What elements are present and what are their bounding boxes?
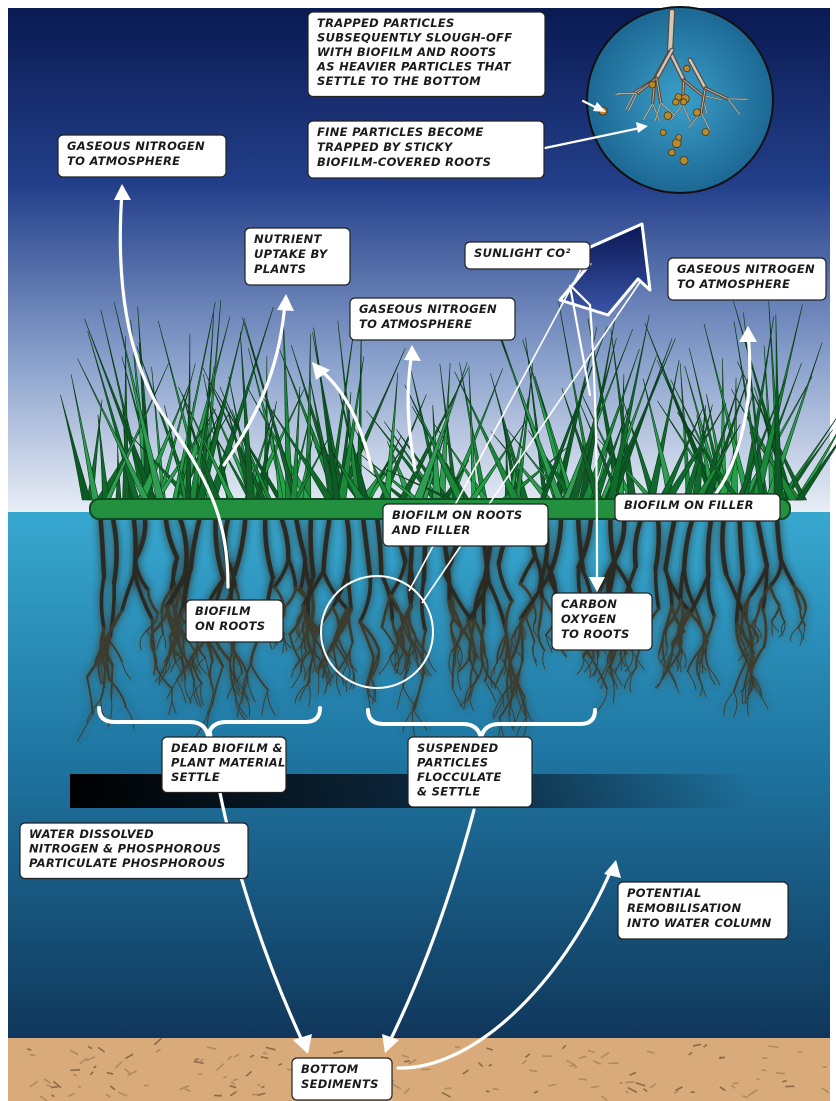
label-line: & SETTLE: [417, 785, 481, 799]
trapped-particle: [664, 112, 672, 120]
label-line: SUSPENDED: [417, 741, 499, 755]
label-gaseous-nitrogen-left: GASEOUS NITROGENTO ATMOSPHERE: [58, 135, 226, 177]
trapped-particle: [702, 129, 709, 136]
label-line: AS HEAVIER PARTICLES THAT: [316, 60, 512, 74]
magnified-root-inset: [587, 7, 773, 193]
label-line: GASEOUS NITROGEN: [359, 302, 497, 316]
label-line: SEDIMENTS: [301, 1077, 379, 1091]
trapped-particle: [681, 99, 687, 105]
label-nutrient-uptake: NUTRIENTUPTAKE BYPLANTS: [245, 228, 350, 285]
trapped-particle: [693, 109, 700, 116]
label-line: PLANT MATERIAL: [171, 756, 286, 770]
label-dead-biofilm: DEAD BIOFILM &PLANT MATERIALSETTLE: [162, 737, 286, 793]
inset-root-highlight: [670, 12, 672, 52]
label-line: FINE PARTICLES BECOME: [317, 125, 484, 139]
label-line: REMOBILISATION: [627, 901, 741, 915]
label-fine-particles: FINE PARTICLES BECOMETRAPPED BY STICKYBI…: [308, 121, 544, 178]
label-bottom-sediments: BOTTOMSEDIMENTS: [292, 1058, 392, 1100]
label-sunlight: SUNLIGHT CO²: [465, 242, 590, 269]
label-trapped-particles: TRAPPED PARTICLESSUBSEQUENTLY SLOUGH-OFF…: [308, 12, 545, 97]
label-line: WATER DISSOLVED: [29, 827, 154, 841]
label-line: TRAPPED BY STICKY: [317, 140, 454, 154]
label-line: GASEOUS NITROGEN: [67, 139, 205, 153]
label-line: PARTICLES: [417, 756, 488, 770]
label-line: FLOCCULATE: [417, 770, 502, 784]
label-line: BIOFILM: [195, 604, 251, 618]
label-line: CARBON: [561, 597, 617, 611]
trapped-particle: [673, 99, 679, 105]
label-line: TO ATMOSPHERE: [67, 154, 180, 168]
label-line: BOTTOM: [301, 1062, 359, 1076]
label-line: NITROGEN & PHOSPHOROUS: [29, 842, 221, 856]
label-line: SUBSEQUENTLY SLOUGH-OFF: [317, 31, 512, 45]
label-line: INTO WATER COLUMN: [627, 916, 772, 930]
label-line: PARTICULATE PHOSPHOROUS: [29, 856, 225, 870]
label-line: TO ATMOSPHERE: [359, 317, 472, 331]
label-line: OXYGEN: [561, 612, 616, 626]
label-line: PLANTS: [254, 262, 306, 276]
sediment-speck: [762, 1057, 767, 1059]
label-line: SETTLE: [171, 770, 220, 784]
label-water-dissolved: WATER DISSOLVEDNITROGEN & PHOSPHOROUSPAR…: [20, 823, 248, 879]
trapped-particle: [660, 130, 666, 136]
label-line: POTENTIAL: [627, 886, 702, 900]
label-line: BIOFILM-COVERED ROOTS: [317, 155, 491, 169]
label-line: NUTRIENT: [254, 232, 323, 246]
label-carbon-oxygen: CARBONOXYGENTO ROOTS: [552, 593, 652, 650]
sediment-speck: [823, 1066, 828, 1068]
label-line: ON ROOTS: [195, 619, 265, 633]
label-line: SUNLIGHT CO²: [474, 246, 571, 260]
trapped-particle: [684, 65, 690, 71]
label-biofilm-roots-filler: BIOFILM ON ROOTSAND FILLER: [383, 504, 548, 546]
sediment-speck: [144, 1085, 150, 1087]
trapped-particle: [669, 149, 676, 156]
sediment-speck: [785, 1085, 794, 1087]
sediment-speck: [691, 1091, 695, 1093]
label-line: AND FILLER: [391, 523, 471, 537]
label-line: SETTLE TO THE BOTTOM: [317, 74, 481, 88]
label-line: TO ATMOSPHERE: [677, 277, 790, 291]
trapped-particle: [680, 157, 688, 165]
label-line: DEAD BIOFILM &: [171, 741, 283, 755]
label-potential-remobilisation: POTENTIALREMOBILISATIONINTO WATER COLUMN: [618, 882, 788, 939]
label-line: TO ROOTS: [561, 627, 630, 641]
trapped-particle: [649, 81, 656, 88]
trapped-particle: [676, 135, 682, 141]
label-line: WITH BIOFILM AND ROOTS: [317, 45, 496, 59]
bottom-sediment-layer: [8, 1038, 830, 1101]
label-biofilm-on-filler: BIOFILM ON FILLER: [615, 494, 780, 521]
label-gaseous-nitrogen-right: GASEOUS NITROGENTO ATMOSPHERE: [668, 258, 826, 300]
root-segment: [347, 518, 350, 569]
label-line: TRAPPED PARTICLES: [317, 16, 455, 30]
label-line: GASEOUS NITROGEN: [677, 262, 815, 276]
label-line: UPTAKE BY: [254, 247, 329, 261]
label-line: BIOFILM ON FILLER: [624, 498, 754, 512]
label-line: BIOFILM ON ROOTS: [392, 508, 522, 522]
sediment-speck: [198, 1073, 202, 1075]
